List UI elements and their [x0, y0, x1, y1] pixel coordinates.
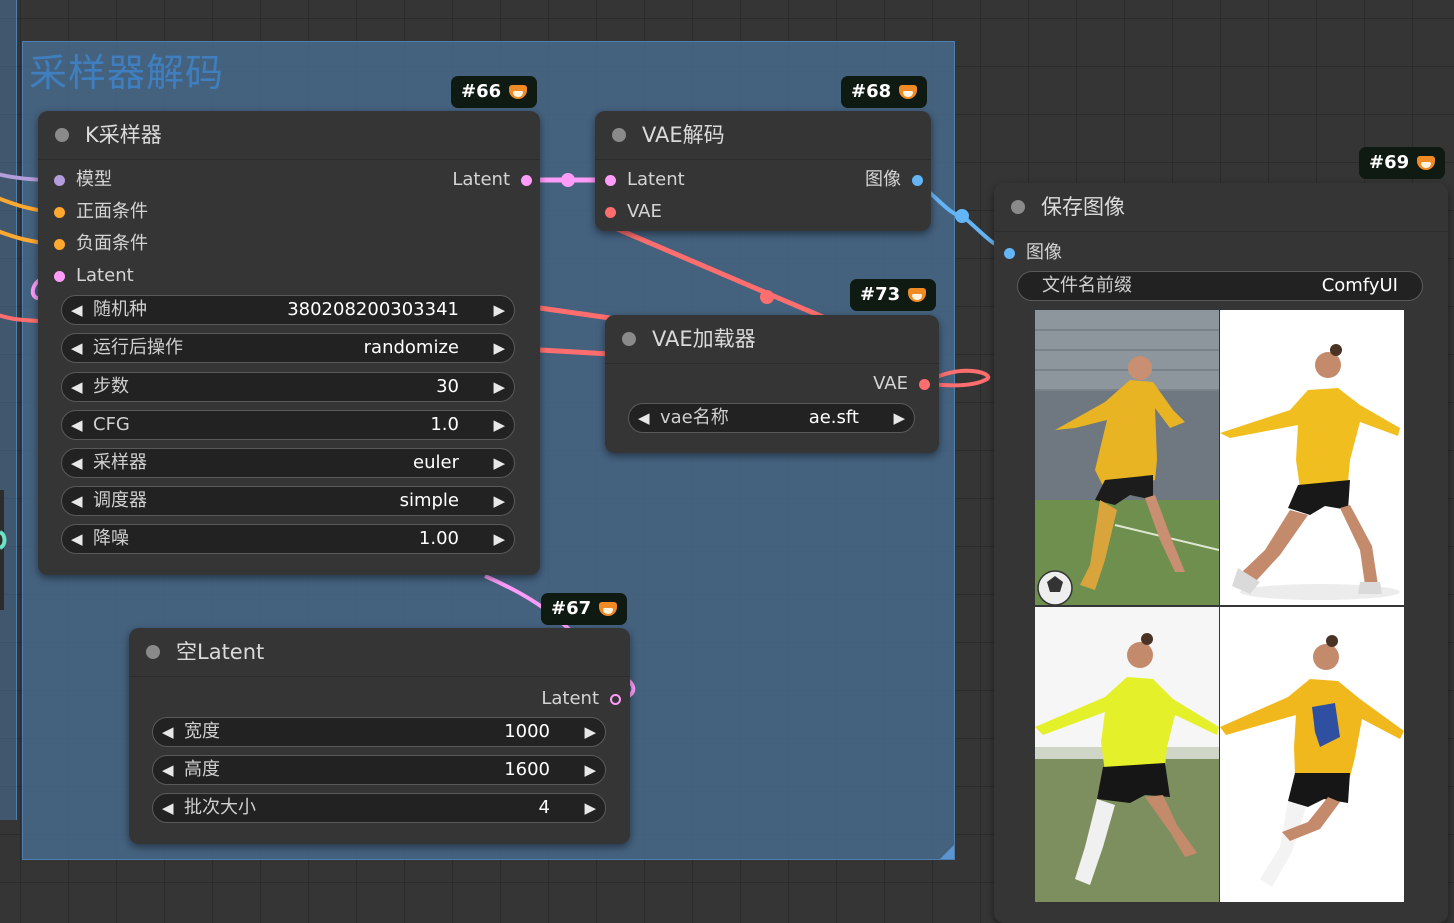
output-slot-vae[interactable]: VAE [873, 373, 930, 395]
soccer-player-image [1035, 310, 1219, 605]
slot-dot-icon[interactable] [605, 207, 616, 218]
increment-arrow-icon[interactable]: ▶ [493, 339, 505, 357]
slot-dot-icon[interactable] [1004, 248, 1015, 259]
increment-arrow-icon[interactable]: ▶ [493, 301, 505, 319]
input-slot-model[interactable]: 模型 [44, 169, 112, 191]
increment-arrow-icon[interactable]: ▶ [493, 416, 505, 434]
fox-icon [599, 600, 618, 616]
increment-arrow-icon[interactable]: ▶ [493, 378, 505, 396]
fox-icon [899, 83, 918, 99]
node-title-bar[interactable]: 空Latent [129, 628, 630, 677]
decrement-arrow-icon[interactable]: ◀ [162, 723, 174, 741]
vae-decode-node[interactable]: VAE解码 Latent VAE 图像 [595, 111, 931, 231]
slot-dot-icon[interactable] [54, 239, 65, 250]
decrement-arrow-icon[interactable]: ◀ [71, 416, 83, 434]
collapse-dot-icon[interactable] [55, 128, 69, 142]
node-id-badge: #67 [541, 593, 628, 625]
input-slot-negative[interactable]: 负面条件 [44, 233, 148, 255]
node-id-badge: #68 [841, 76, 928, 108]
left-node-fragment [0, 490, 4, 610]
node-title-bar[interactable]: 保存图像 [994, 183, 1448, 232]
decrement-arrow-icon[interactable]: ◀ [71, 530, 83, 548]
slot-dot-icon[interactable] [912, 175, 923, 186]
slot-dot-icon[interactable] [521, 175, 532, 186]
decrement-arrow-icon[interactable]: ◀ [71, 454, 83, 472]
decrement-arrow-icon[interactable]: ◀ [71, 492, 83, 510]
output-slot-latent[interactable]: Latent [452, 169, 532, 191]
collapse-dot-icon[interactable] [146, 645, 160, 659]
node-title-bar[interactable]: VAE加载器 [605, 315, 939, 364]
decrement-arrow-icon[interactable]: ◀ [638, 409, 650, 427]
slot-dot-icon[interactable] [54, 175, 65, 186]
increment-arrow-icon[interactable]: ▶ [584, 723, 596, 741]
slot-dot-icon[interactable] [605, 175, 616, 186]
node-id-badge: #69 [1359, 147, 1446, 179]
fox-icon [908, 286, 927, 302]
slot-dot-icon[interactable] [54, 207, 65, 218]
node-title-bar[interactable]: K采样器 [38, 111, 540, 160]
input-slot-latent[interactable]: Latent [595, 169, 685, 191]
input-slot-image[interactable]: 图像 [994, 242, 1062, 264]
link-midpoint[interactable] [955, 209, 969, 223]
output-image-4[interactable] [1220, 607, 1404, 902]
decrement-arrow-icon[interactable]: ◀ [71, 339, 83, 357]
slot-dot-icon[interactable] [610, 694, 621, 705]
input-slot-positive[interactable]: 正面条件 [44, 201, 148, 223]
slot-dot-icon[interactable] [54, 271, 65, 282]
decrement-arrow-icon[interactable]: ◀ [71, 378, 83, 396]
increment-arrow-icon[interactable]: ▶ [893, 409, 905, 427]
group-resize-handle[interactable] [940, 845, 954, 859]
increment-arrow-icon[interactable]: ▶ [493, 530, 505, 548]
decrement-arrow-icon[interactable]: ◀ [162, 799, 174, 817]
fox-icon [509, 83, 528, 99]
soccer-player-image [1220, 310, 1404, 605]
group-title[interactable]: 采样器解码 [29, 51, 225, 95]
node-title: VAE解码 [642, 123, 725, 147]
increment-arrow-icon[interactable]: ▶ [584, 761, 596, 779]
increment-arrow-icon[interactable]: ▶ [493, 492, 505, 510]
output-slot-latent[interactable]: Latent [541, 688, 621, 710]
increment-arrow-icon[interactable]: ▶ [493, 454, 505, 472]
node-id-badge: #73 [850, 279, 937, 311]
left-group-fragment [0, 0, 17, 820]
node-id-badge: #66 [451, 76, 538, 108]
node-title: 保存图像 [1041, 195, 1125, 219]
collapse-dot-icon[interactable] [612, 128, 626, 142]
soccer-player-image [1035, 607, 1219, 902]
decrement-arrow-icon[interactable]: ◀ [71, 301, 83, 319]
output-image-3[interactable] [1035, 607, 1219, 902]
output-image-2[interactable] [1220, 310, 1404, 605]
node-title: VAE加载器 [652, 327, 756, 351]
soccer-player-image [1220, 607, 1404, 902]
input-slot-vae[interactable]: VAE [595, 201, 662, 223]
node-title: K采样器 [85, 123, 162, 147]
collapse-dot-icon[interactable] [622, 332, 636, 346]
slot-dot-icon[interactable] [919, 379, 930, 390]
decrement-arrow-icon[interactable]: ◀ [162, 761, 174, 779]
node-title: 空Latent [176, 640, 265, 664]
node-title-bar[interactable]: VAE解码 [595, 111, 931, 160]
increment-arrow-icon[interactable]: ▶ [584, 799, 596, 817]
output-slot-image[interactable]: 图像 [865, 169, 923, 191]
output-image-1[interactable] [1035, 310, 1219, 605]
input-slot-latent[interactable]: Latent [44, 265, 134, 287]
fox-icon [1417, 154, 1436, 170]
collapse-dot-icon[interactable] [1011, 200, 1025, 214]
